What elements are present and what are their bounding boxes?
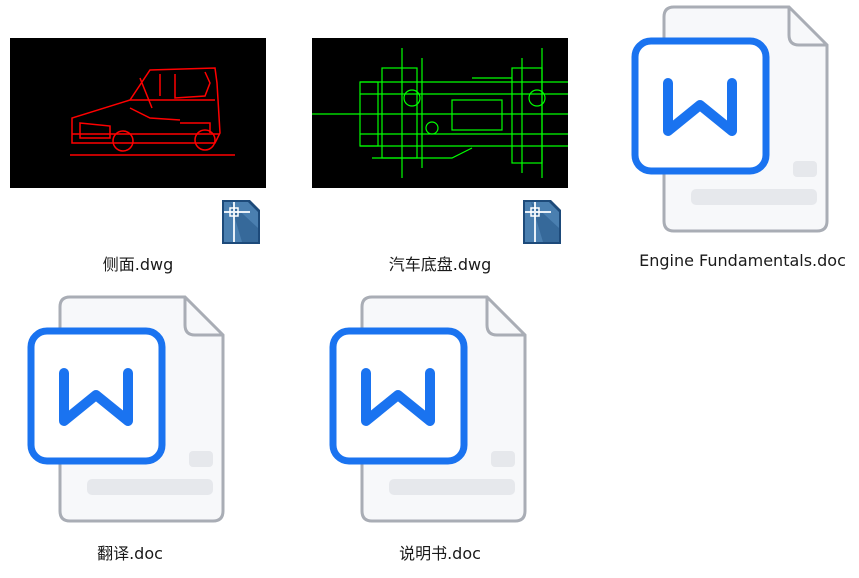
dwg-thumbnail [312, 38, 568, 188]
car-side-drawing [70, 67, 235, 156]
word-doc-icon [631, 3, 831, 235]
file-name: 说明书.doc [399, 544, 481, 563]
word-doc-icon [329, 293, 529, 525]
file-name: 侧面.dwg [102, 255, 174, 274]
file-name: Engine Fundamentals.doc [639, 251, 846, 270]
word-doc-icon [27, 293, 227, 525]
autocad-file-icon [221, 199, 261, 245]
file-name: 汽车底盘.dwg [388, 255, 492, 274]
file-name: 翻译.doc [97, 544, 163, 563]
chassis-drawing [312, 48, 568, 178]
autocad-file-icon [522, 199, 562, 245]
dwg-thumbnail [10, 38, 266, 188]
